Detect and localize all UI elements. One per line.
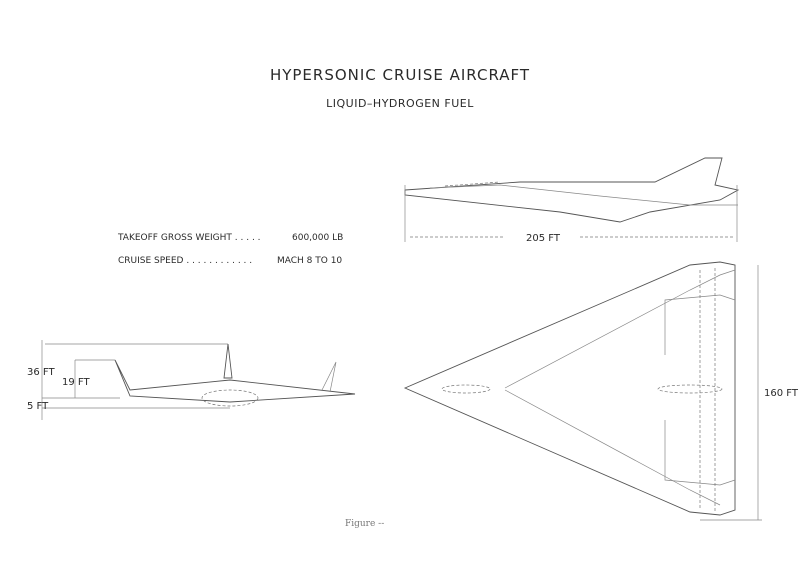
spec-weight-value: 600,000 LB <box>292 233 343 243</box>
ground-clearance-dimension: 5 FT <box>27 401 49 412</box>
side-view: 205 FT <box>404 157 740 244</box>
overall-height-dimension: 36 FT <box>27 367 55 378</box>
span-dimension: 160 FT <box>764 388 799 399</box>
figure-caption: Figure -- <box>345 519 384 529</box>
fuselage-height-dimension: 19 FT <box>62 377 90 388</box>
spec-speed-label: CRUISE SPEED . . . . . . . . . . . . <box>118 256 252 266</box>
diagram-title: HYPERSONIC CRUISE AIRCRAFT <box>270 66 530 84</box>
spec-weight-label: TAKEOFF GROSS WEIGHT . . . . . <box>117 233 261 243</box>
front-view: 36 FT 19 FT 5 FT <box>27 340 356 420</box>
diagram-subtitle: LIQUID–HYDROGEN FUEL <box>326 97 474 110</box>
plan-view: 160 FT <box>403 261 799 521</box>
spec-speed-value: MACH 8 TO 10 <box>277 256 342 266</box>
length-dimension: 205 FT <box>526 233 561 244</box>
specs: TAKEOFF GROSS WEIGHT . . . . . 600,000 L… <box>117 233 343 266</box>
